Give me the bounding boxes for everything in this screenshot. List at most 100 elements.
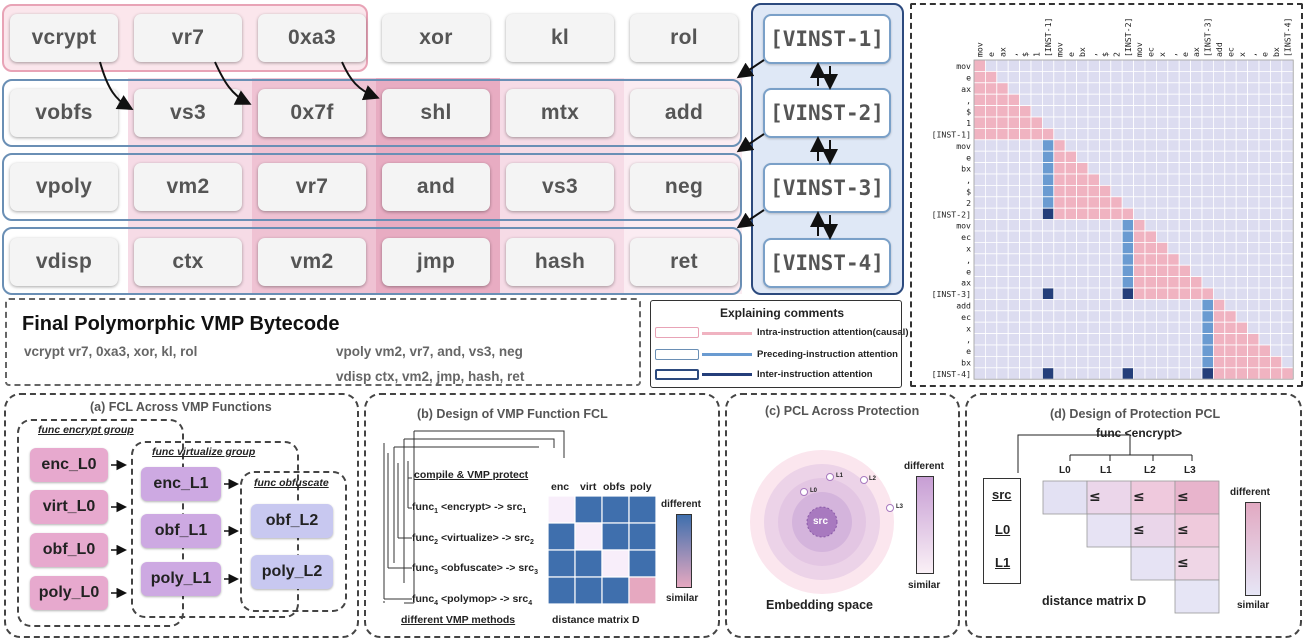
heat-cell xyxy=(1041,105,1055,118)
heat-cell xyxy=(1144,310,1157,323)
heat-cell xyxy=(1110,219,1123,232)
top-arrows xyxy=(99,59,838,240)
heat-cell xyxy=(1281,162,1294,175)
heat-cell xyxy=(1110,367,1123,380)
heat-cell xyxy=(996,241,1009,255)
panel-d-title: (d) Design of Protection PCL xyxy=(1050,407,1221,421)
heat-cell xyxy=(1212,264,1226,278)
heat-cell xyxy=(1235,207,1249,220)
matrix-b-cell xyxy=(547,495,576,524)
heat-cell xyxy=(1190,116,1203,129)
heat-cell xyxy=(1212,344,1226,357)
heat-cell xyxy=(1076,93,1089,106)
heat-cell xyxy=(1258,173,1271,186)
heat-cell xyxy=(1167,230,1180,243)
heat-cell xyxy=(1030,276,1043,289)
heat-cell xyxy=(1235,355,1249,369)
enc-l0: enc_L0 xyxy=(30,448,108,482)
heat-cell xyxy=(1110,333,1123,346)
heat-cell xyxy=(1235,71,1249,84)
heat-cell xyxy=(973,116,986,129)
heat-cell xyxy=(1224,139,1237,152)
heat-cell xyxy=(1212,219,1226,232)
heat-cell xyxy=(1247,367,1260,380)
heat-cell xyxy=(1087,128,1100,141)
heat-cell xyxy=(1019,116,1032,129)
heat-cell xyxy=(1178,230,1192,243)
token-r4-c6: ret xyxy=(630,238,738,286)
heat-cell xyxy=(1064,333,1077,346)
token-r3-c6: neg xyxy=(630,163,738,211)
heat-cell xyxy=(1247,207,1260,220)
heat-cell xyxy=(1178,71,1192,84)
heat-cell xyxy=(1007,355,1020,369)
panel-d-dm: distance matrix D xyxy=(1042,594,1147,608)
heat-cell xyxy=(1133,344,1146,357)
heat-row-label: [INST-2] xyxy=(932,209,971,219)
heat-cell xyxy=(1190,82,1203,95)
heat-cell xyxy=(985,150,998,163)
heat-cell xyxy=(1167,82,1180,95)
heat-cell xyxy=(985,230,998,243)
heat-cell xyxy=(1247,59,1260,72)
col-poly: poly xyxy=(630,481,652,493)
heat-cell xyxy=(1019,162,1032,175)
heat-cell xyxy=(1178,196,1192,209)
heat-cell xyxy=(1053,207,1066,220)
heat-cell xyxy=(1155,344,1169,357)
heat-cell xyxy=(1258,93,1271,106)
legend-line-preceding xyxy=(702,353,752,356)
heat-cell xyxy=(1212,128,1226,141)
panel-c-similar: similar xyxy=(908,580,941,591)
heat-cell xyxy=(1064,264,1077,278)
heat-cell xyxy=(985,287,998,300)
heat-col-label: [INST-3] xyxy=(1203,18,1213,57)
heat-cell xyxy=(1076,219,1089,232)
heat-cell xyxy=(1076,162,1089,175)
heat-col-label: 2 xyxy=(1111,52,1121,57)
matrix-b-cell xyxy=(628,549,657,578)
heat-cell xyxy=(1269,173,1283,186)
heat-cell xyxy=(1019,71,1032,84)
point-l3-label: L3 xyxy=(896,504,904,510)
heat-cell xyxy=(1041,71,1055,84)
row3-box xyxy=(2,153,742,221)
heat-cell xyxy=(1041,230,1055,243)
heat-cell xyxy=(1121,333,1134,346)
token-r3-c3: vr7 xyxy=(258,163,366,211)
heat-cell xyxy=(1076,196,1089,209)
heat-cell xyxy=(1007,184,1020,198)
heat-cell xyxy=(1064,150,1077,163)
heat-cell xyxy=(1098,264,1112,278)
heat-cell xyxy=(1098,333,1112,346)
heat-cell xyxy=(1247,241,1260,255)
heat-cell xyxy=(1098,276,1112,289)
heat-cell xyxy=(1224,253,1237,266)
heat-cell xyxy=(1098,219,1112,232)
heat-cell xyxy=(1110,344,1123,357)
heat-cell xyxy=(996,150,1009,163)
heat-cell xyxy=(1076,276,1089,289)
heat-col-label: e xyxy=(986,52,996,57)
heat-cell xyxy=(1110,82,1123,95)
heat-cell xyxy=(1144,321,1157,335)
matrix-d-cell xyxy=(1086,513,1132,548)
heat-cell xyxy=(1281,82,1294,95)
heat-cell xyxy=(1087,367,1100,380)
heat-cell xyxy=(1098,310,1112,323)
heat-cell xyxy=(985,162,998,175)
heat-cell xyxy=(1064,367,1077,380)
heat-cell xyxy=(1235,367,1249,380)
heat-cell xyxy=(973,128,986,141)
panel-b-similar: similar xyxy=(666,593,699,604)
heat-cell xyxy=(1007,150,1020,163)
heat-cell xyxy=(1155,128,1169,141)
heat-cell xyxy=(1144,344,1157,357)
heat-cell xyxy=(1110,298,1123,312)
heat-cell xyxy=(1007,196,1020,209)
heat-cell xyxy=(1007,344,1020,357)
heat-cell xyxy=(973,207,986,220)
heat-cell xyxy=(1030,344,1043,357)
heat-cell xyxy=(1201,93,1214,106)
heat-cell xyxy=(1269,253,1283,266)
